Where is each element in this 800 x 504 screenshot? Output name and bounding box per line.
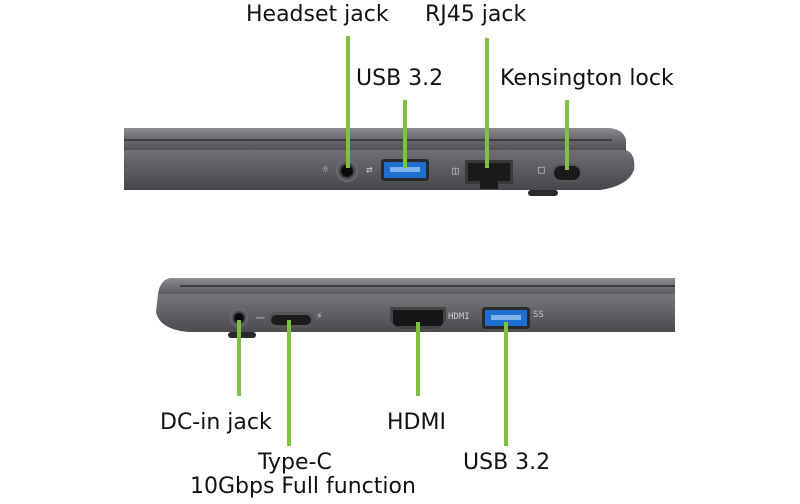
leader-usb-top [403, 100, 407, 168]
usb-symbol-icon: ⇄ [366, 163, 373, 176]
leader-usb-bottom [504, 322, 508, 446]
usb-ss-symbol-icon: SS [533, 310, 544, 320]
dc-in-jack-port [230, 309, 248, 327]
label-headset-jack: Headset jack [246, 2, 389, 27]
label-type-c-spec: 10Gbps Full function [190, 474, 416, 499]
label-usb-bottom: USB 3.2 [463, 450, 551, 475]
label-hdmi: HDMI [387, 410, 446, 435]
leader-kensington [565, 100, 569, 170]
label-usb-top: USB 3.2 [356, 66, 444, 91]
leader-rj45 [485, 38, 489, 168]
hdmi-symbol-icon: HDMI [448, 312, 470, 322]
rj45-port [465, 160, 513, 189]
type-c-port [268, 312, 314, 328]
label-kensington-lock: Kensington lock [500, 66, 674, 91]
leader-headset-jack [346, 36, 350, 168]
lock-symbol-icon: □ [538, 163, 545, 176]
headset-symbol-icon: ☼ [322, 163, 329, 176]
laptop-left-side-view [124, 128, 635, 196]
label-dc-in-jack: DC-in jack [160, 410, 272, 435]
network-symbol-icon: ◫ [452, 164, 459, 177]
leader-hdmi [416, 322, 420, 396]
label-rj45-jack: RJ45 jack [425, 2, 527, 27]
label-type-c: Type-C [258, 450, 332, 475]
headset-jack-port [336, 160, 358, 182]
power-symbol-icon: ⎓ [256, 311, 265, 324]
thunderbolt-symbol-icon: ⚡ [316, 309, 323, 322]
leader-dc-in [237, 320, 241, 396]
leader-type-c [287, 320, 291, 446]
